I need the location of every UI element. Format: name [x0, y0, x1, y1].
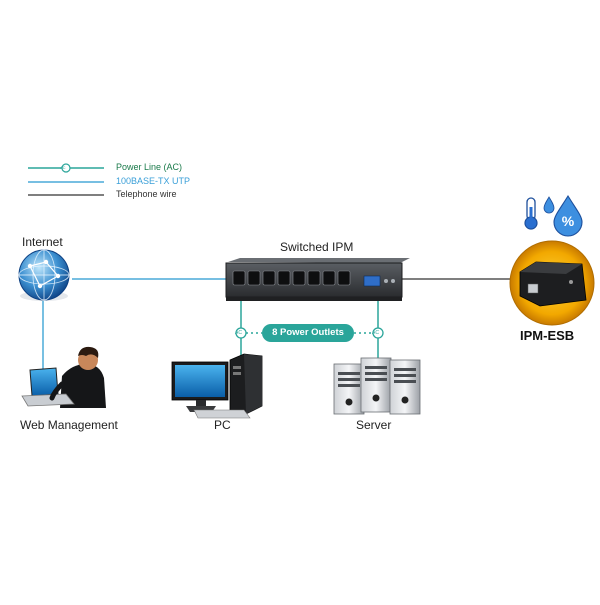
legend-power-label: Power Line (AC) — [116, 162, 183, 172]
user-laptop-icon — [21, 346, 106, 408]
internet-label: Internet — [22, 235, 63, 249]
server-rack-icon — [333, 357, 421, 415]
ac-badge-server — [372, 327, 384, 339]
ac-badge-pc — [235, 327, 247, 339]
switched-ipm-label: Switched IPM — [280, 240, 354, 254]
sensor-box-icon — [509, 240, 595, 326]
pdu-device-icon — [225, 258, 410, 301]
legend-ac-text: AC — [60, 165, 66, 170]
legend — [28, 163, 104, 196]
humidity-drop-icon: % — [543, 194, 583, 237]
ipm-esb-label: IPM-ESB — [520, 328, 575, 343]
svg-text:%: % — [562, 213, 575, 229]
legend-utp-label: 100BASE-TX UTP — [116, 176, 191, 186]
thermometer-icon — [524, 197, 538, 230]
globe-icon — [18, 249, 70, 301]
pc-label: PC — [214, 418, 231, 432]
legend-ac-badge — [61, 163, 71, 173]
desktop-computer-icon — [171, 353, 263, 419]
server-label: Server — [356, 418, 392, 432]
ac-text-server: AC — [372, 330, 379, 336]
ac-text-pc: AC — [235, 330, 242, 336]
power-outlets-badge: 8 Power Outlets — [262, 324, 354, 342]
legend-telephone-label: Telephone wire — [116, 189, 177, 199]
web-management-label: Web Management — [20, 418, 118, 432]
